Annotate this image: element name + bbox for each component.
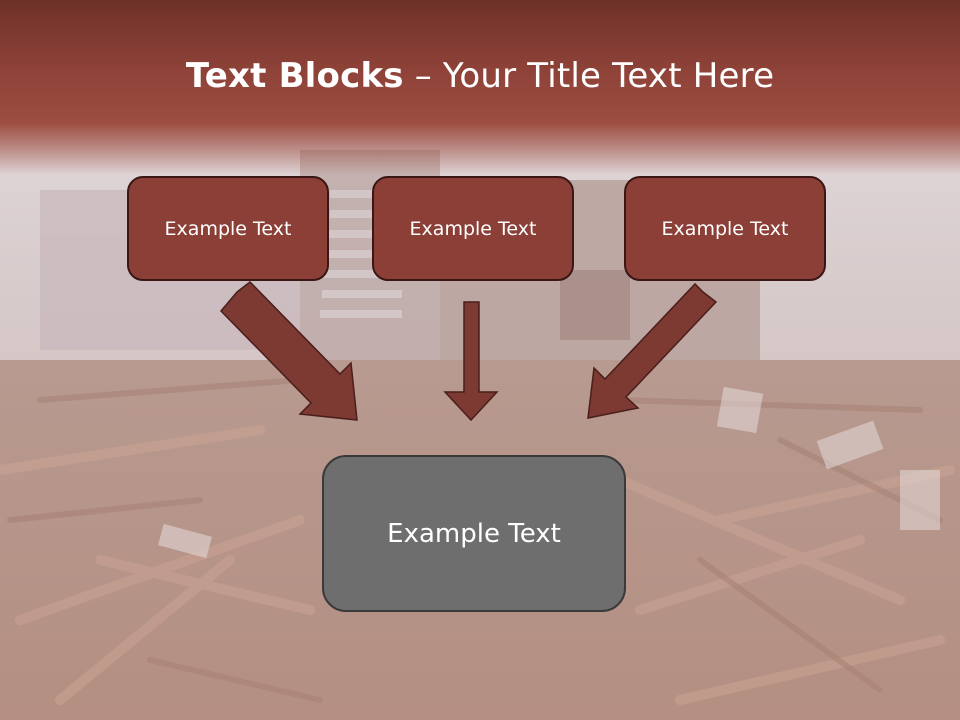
slide-title: Text Blocks – Your Title Text Here xyxy=(0,52,960,100)
text-block-main-label: Example Text xyxy=(387,518,561,549)
title-band xyxy=(0,0,960,175)
title-regular-part: – Your Title Text Here xyxy=(403,56,775,96)
text-block-2[interactable]: Example Text xyxy=(372,176,574,281)
text-block-2-label: Example Text xyxy=(409,217,537,240)
text-block-main[interactable]: Example Text xyxy=(322,455,626,612)
text-block-1-label: Example Text xyxy=(164,217,292,240)
text-block-3[interactable]: Example Text xyxy=(624,176,826,281)
text-block-3-label: Example Text xyxy=(661,217,789,240)
title-bold-part: Text Blocks xyxy=(185,56,404,96)
text-block-1[interactable]: Example Text xyxy=(127,176,329,281)
